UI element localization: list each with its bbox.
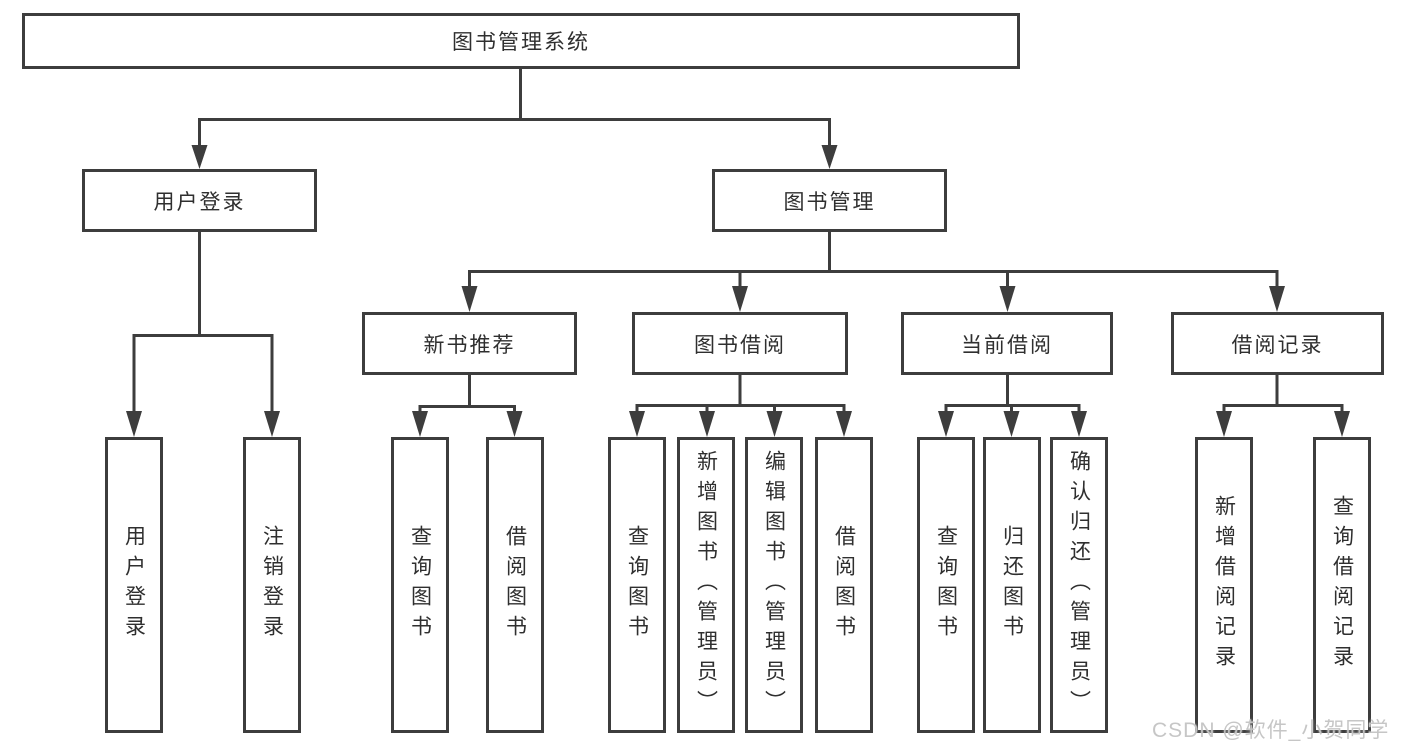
node-book-borrow-label: 图书借阅 (694, 333, 786, 357)
leaf-return-books: 归还图书 (983, 437, 1041, 733)
node-root-label: 图书管理系统 (452, 31, 590, 54)
leaf-add-books-admin: 新增图书（管理员） (677, 437, 735, 733)
node-current-borrow-label: 当前借阅 (961, 333, 1053, 357)
leaf-label: 查询图书 (934, 525, 958, 645)
leaf-query-books-current: 查询图书 (917, 437, 975, 733)
node-borrow-record-label: 借阅记录 (1231, 333, 1324, 357)
leaf-label: 用户登录 (122, 525, 146, 645)
leaf-query-books-borrow: 查询图书 (608, 437, 666, 733)
leaf-label: 借阅图书 (832, 525, 856, 645)
leaf-label: 归还图书 (1000, 525, 1024, 645)
leaf-query-books-recommend: 查询图书 (391, 437, 449, 733)
node-root: 图书管理系统 (22, 13, 1020, 69)
leaf-borrow-books: 借阅图书 (815, 437, 873, 733)
node-current-borrow: 当前借阅 (901, 312, 1113, 375)
leaf-label: 新增图书（管理员） (694, 450, 718, 720)
node-new-book-recommend: 新书推荐 (362, 312, 577, 375)
leaf-query-borrow-record: 查询借阅记录 (1313, 437, 1371, 733)
node-new-book-recommend-label: 新书推荐 (423, 333, 516, 357)
node-user-login-label: 用户登录 (153, 190, 246, 214)
node-borrow-record: 借阅记录 (1171, 312, 1384, 375)
csdn-watermark: CSDN @软件_小贺同学 (1152, 719, 1390, 742)
leaf-edit-books-admin: 编辑图书（管理员） (745, 437, 803, 733)
arrowheads (126, 145, 1350, 437)
leaf-label: 查询借阅记录 (1330, 495, 1354, 675)
leaf-label: 注销登录 (260, 525, 284, 645)
node-book-borrow: 图书借阅 (632, 312, 848, 375)
leaf-label: 查询图书 (408, 525, 432, 645)
node-book-management: 图书管理 (712, 169, 947, 232)
node-book-management-label: 图书管理 (783, 190, 876, 214)
leaf-label: 查询图书 (625, 525, 649, 645)
node-user-login: 用户登录 (82, 169, 317, 232)
leaf-add-borrow-record: 新增借阅记录 (1195, 437, 1253, 733)
leaf-user-login: 用户登录 (105, 437, 163, 733)
leaf-logout: 注销登录 (243, 437, 301, 733)
leaf-label: 确认归还（管理员） (1067, 450, 1091, 720)
leaf-label: 借阅图书 (503, 525, 527, 645)
leaf-confirm-return-admin: 确认归还（管理员） (1050, 437, 1108, 733)
leaf-label: 新增借阅记录 (1212, 495, 1236, 675)
leaf-borrow-books-recommend: 借阅图书 (486, 437, 544, 733)
leaf-label: 编辑图书（管理员） (762, 450, 786, 720)
